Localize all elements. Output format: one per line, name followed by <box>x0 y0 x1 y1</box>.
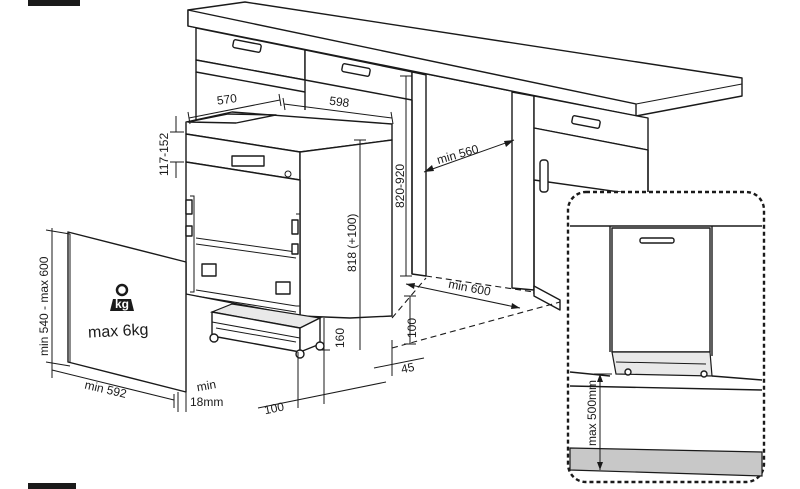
dim-117-152-label: 117-152 <box>157 133 171 176</box>
dim-100-bottom: 100 <box>257 350 387 417</box>
detail-floor <box>569 447 763 477</box>
door-handle-icon <box>639 237 675 244</box>
panel-thickness-min-label: min <box>196 377 217 394</box>
dim-570-label: 570 <box>216 91 238 108</box>
control-panel-display <box>231 155 265 167</box>
weight-icon-text: kg <box>115 297 129 311</box>
dim-min-600-label: min 600 <box>447 277 492 299</box>
dim-45-label: 45 <box>400 360 416 377</box>
dishwasher-body <box>185 111 393 319</box>
dim-100-right: 100 <box>404 295 419 345</box>
dim-117-152: 117-152 <box>157 116 184 178</box>
corner-mark-bottom <box>28 483 76 489</box>
door-handle-icon <box>539 159 549 193</box>
detail-plinth-label: max 500mm <box>585 380 599 446</box>
dim-100-bottom-label: 100 <box>263 399 286 417</box>
front-panel <box>67 231 187 393</box>
right-cabinet <box>511 91 649 311</box>
detail-inset: max 500mm <box>566 190 766 484</box>
dim-45: 45 <box>373 340 425 377</box>
panel-width-label: min 592 <box>83 378 128 401</box>
dim-160-label: 160 <box>333 328 347 348</box>
dim-820-920-label: 820-920 <box>393 164 407 208</box>
drawer-handle-icon <box>341 63 371 77</box>
middle-cabinet <box>304 49 427 277</box>
dim-598: 598 <box>282 94 394 125</box>
panel-thickness-value-label: 18mm <box>190 395 223 409</box>
dim-min-600: min 600 <box>405 277 521 309</box>
hinge-bracket-left <box>201 263 217 277</box>
panel-weight-label: max 6kg <box>88 322 149 342</box>
dim-panel-thickness: min 18mm <box>177 377 223 412</box>
dishwasher-plinth <box>209 303 325 359</box>
dim-598-label: 598 <box>328 94 350 111</box>
left-cabinet <box>195 27 306 132</box>
panel-height-label: min 540 - max 600 <box>37 256 51 356</box>
dim-panel-height: min 540 - max 600 <box>37 228 71 367</box>
dim-100-right-label: 100 <box>405 318 419 338</box>
kitchen-worktop <box>187 1 743 117</box>
weight-icon: kg <box>110 283 134 311</box>
dim-min-560: min 560 <box>423 139 515 173</box>
drawer-handle-icon <box>571 115 601 129</box>
dim-570: 570 <box>187 91 282 125</box>
corner-mark-top <box>28 0 80 6</box>
hinge-bracket-right <box>275 281 291 295</box>
drawer-handle-icon <box>232 39 262 53</box>
detail-door <box>611 227 711 353</box>
dim-min-560-label: min 560 <box>435 142 480 167</box>
dim-818: 818 (+100) <box>345 139 366 350</box>
dim-820-920: 820-920 <box>393 75 412 277</box>
dim-818-label: 818 (+100) <box>345 214 359 272</box>
